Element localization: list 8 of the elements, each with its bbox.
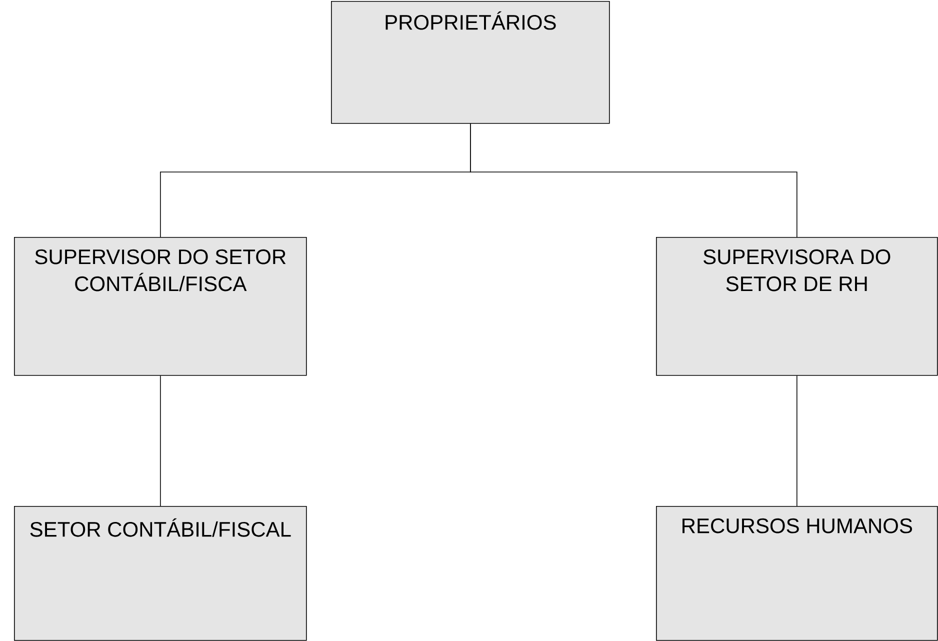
org-box: SUPERVISOR DO SETOR CONTÁBIL/FISCA (14, 237, 307, 376)
connector-line (796, 375, 798, 506)
org-box: SETOR CONTÁBIL/FISCAL (14, 506, 307, 641)
org-box: SUPERVISORA DO SETOR DE RH (656, 237, 938, 376)
connector-line (160, 375, 161, 506)
connector-line (470, 123, 798, 238)
org-box: PROPRIETÁRIOS (331, 1, 610, 124)
org-box: RECURSOS HUMANOS (656, 506, 938, 641)
